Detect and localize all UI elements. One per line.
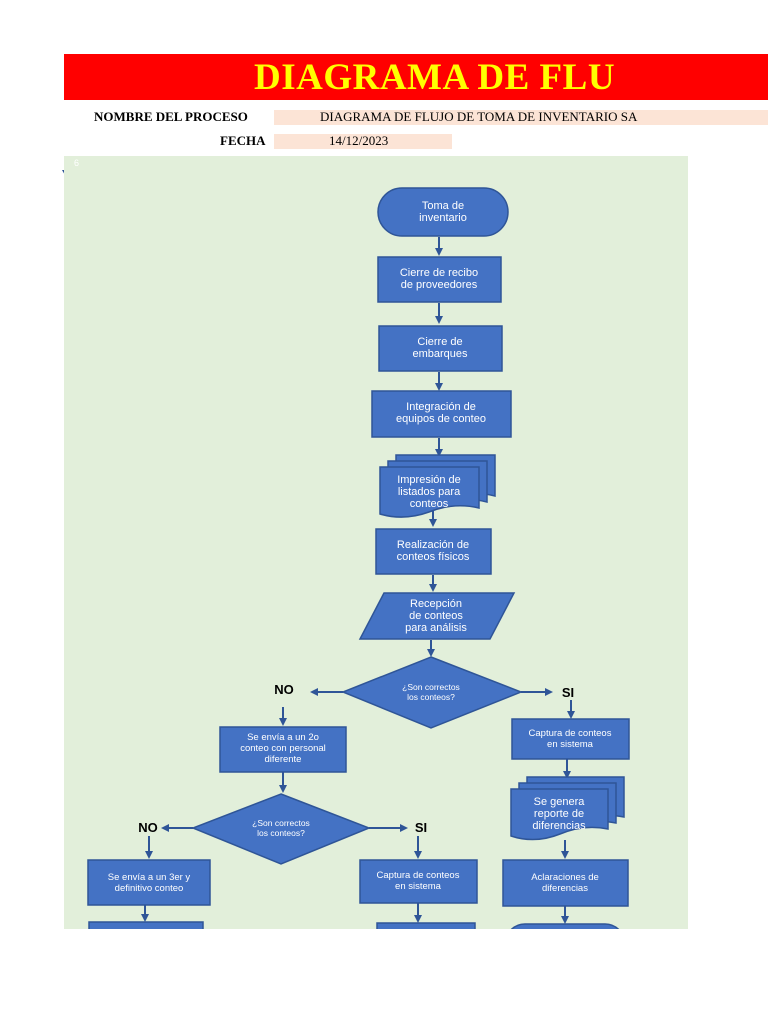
step6-line-1: Recepción xyxy=(410,598,462,610)
start-line-1: Toma de xyxy=(422,200,464,212)
date-cell[interactable]: 14/12/2023 xyxy=(274,134,452,149)
decision2-line-1: ¿Son correctos xyxy=(252,818,310,828)
process-realizacion-conteos[interactable]: Realización de conteos físicos xyxy=(375,528,492,575)
branch-no-2: NO xyxy=(138,820,158,835)
start-terminator[interactable]: Toma de inventario xyxy=(377,187,509,237)
process-integracion-equipos[interactable]: Integración de equipos de conteo xyxy=(371,390,512,438)
date-value: 14/12/2023 xyxy=(329,134,389,148)
step1-line-1: Cierre de recibo xyxy=(400,267,478,279)
step5-line-1: Realización de xyxy=(397,539,469,551)
process-name-label: NOMBRE DEL PROCESO xyxy=(94,109,248,124)
process-next-left[interactable] xyxy=(88,921,204,952)
mid-capture-line-2: en sistema xyxy=(395,881,442,892)
decision-conteos-correctos-2[interactable]: ¿Son correctos los conteos? xyxy=(190,793,372,865)
branch-no-1: NO xyxy=(274,682,294,697)
mid-capture-line-1: Captura de conteos xyxy=(377,870,460,881)
left1-line-2: conteo con personal xyxy=(240,743,326,754)
step2-line-1: Cierre de xyxy=(417,336,462,348)
left1-line-3: diferente xyxy=(265,754,302,765)
step6-line-3: para análisis xyxy=(405,622,467,634)
page-title: DIAGRAMA DE FLU xyxy=(254,57,616,98)
decision1-line-1: ¿Son correctos xyxy=(402,682,460,692)
process-name-value: DIAGRAMA DE FLUJO DE TOMA DE INVENTARIO … xyxy=(320,110,638,124)
decision1-line-2: los conteos? xyxy=(407,692,455,702)
start-line-2: inventario xyxy=(419,212,467,224)
step4-line-2: listados para xyxy=(398,486,461,498)
branch-si-1: SI xyxy=(562,685,574,700)
step4-line-1: Impresión de xyxy=(397,474,461,486)
process-captura-sistema-middle[interactable]: Captura de conteos en sistema xyxy=(359,859,478,904)
report-line-3: diferencias xyxy=(532,820,586,832)
step4-line-3: conteos xyxy=(410,498,449,510)
process-next-middle[interactable] xyxy=(376,922,476,953)
left2-line-1: Se envía a un 3er y xyxy=(108,872,191,883)
connectors xyxy=(141,237,575,924)
title-banner: DIAGRAMA DE FLU xyxy=(64,54,768,100)
canvas-corner-mark: 6 xyxy=(74,158,80,168)
report-line-2: reporte de xyxy=(534,808,584,820)
step6-line-2: de conteos xyxy=(409,610,463,622)
date-label: FECHA xyxy=(220,133,266,148)
decision-conteos-correctos-1[interactable]: ¿Son correctos los conteos? xyxy=(340,656,524,729)
process-captura-sistema-right[interactable]: Captura de conteos en sistema xyxy=(511,718,630,760)
process-segundo-conteo[interactable]: Se envía a un 2o conteo con personal dif… xyxy=(219,726,347,773)
clarify-line-2: diferencias xyxy=(542,883,588,894)
report-line-1: Se genera xyxy=(534,796,586,808)
step1-line-2: de proveedores xyxy=(401,279,478,291)
multidocument-reporte-diferencias[interactable]: Se genera reporte de diferencias xyxy=(510,776,625,841)
left1-line-1: Se envía a un 2o xyxy=(247,732,319,743)
right-capture-line-1: Captura de conteos xyxy=(529,728,612,739)
right-capture-line-2: en sistema xyxy=(547,739,594,750)
step3-line-2: equipos de conteo xyxy=(396,413,486,425)
clarify-line-1: Aclaraciones de xyxy=(531,872,599,883)
step3-line-1: Integración de xyxy=(406,401,476,413)
step2-line-2: embarques xyxy=(412,348,468,360)
data-recepcion-conteos[interactable]: Recepción de conteos para análisis xyxy=(358,592,516,640)
process-cierre-embarques[interactable]: Cierre de embarques xyxy=(378,325,503,372)
multidocument-impresion-listados[interactable]: Impresión de listados para conteos xyxy=(379,454,496,518)
process-cierre-recibo[interactable]: Cierre de recibo de proveedores xyxy=(377,256,502,303)
process-aclaraciones[interactable]: Aclaraciones de diferencias xyxy=(502,859,629,907)
process-tercer-conteo[interactable]: Se envía a un 3er y definitivo conteo xyxy=(87,859,211,906)
end-terminator[interactable] xyxy=(505,923,625,964)
branch-si-2: SI xyxy=(415,820,427,835)
left2-line-2: definitivo conteo xyxy=(115,883,184,894)
decision2-line-2: los conteos? xyxy=(257,828,305,838)
process-name-cell[interactable]: DIAGRAMA DE FLUJO DE TOMA DE INVENTARIO … xyxy=(274,110,768,125)
step5-line-2: conteos físicos xyxy=(397,551,470,563)
